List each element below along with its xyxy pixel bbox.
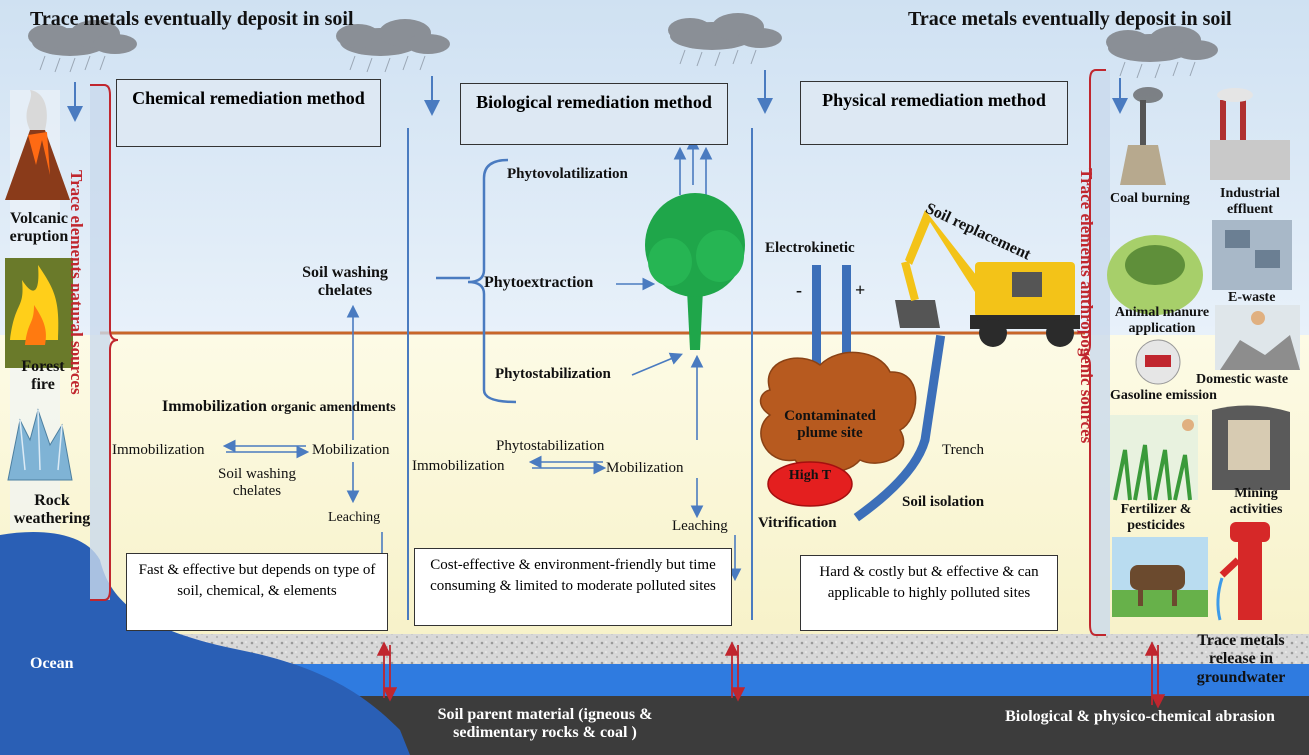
bio-immobilization-label: Immobilization (412, 458, 505, 474)
bio-mobilization-label: Mobilization (606, 460, 684, 476)
fertilizer-label: Fertilizer & pesticides (1120, 502, 1192, 534)
bio-leaching-label: Leaching (672, 518, 728, 534)
cow-icon (1112, 537, 1208, 617)
cloud-icon (28, 20, 137, 56)
immobilization-amendments-label: Immobilization organic amendments (162, 398, 396, 415)
coal-burning-label: Coal burning (1110, 191, 1190, 206)
vitrification-label: Vitrification (758, 515, 837, 531)
left-title: Trace metals eventually deposit in soil (30, 8, 354, 30)
ewaste-icon (1212, 220, 1292, 290)
rock-weathering-label: Rock weathering (13, 492, 91, 528)
rock-icon (7, 408, 73, 481)
phytoextraction-label: Phytoextraction (484, 274, 594, 291)
mining-label: Mining activities (1229, 486, 1283, 518)
electrode-rods (812, 265, 851, 400)
trench-wall (853, 334, 946, 522)
electrokinetic-label: Electrokinetic (765, 240, 855, 256)
chem-leaching-label: Leaching (328, 510, 381, 525)
chem-mobilization-label: Mobilization (312, 442, 390, 458)
factory-icon (1210, 88, 1290, 180)
tree-icon (645, 193, 745, 350)
anthropogenic-bracket (1079, 69, 1106, 636)
plume-label: Contaminated plume site (784, 408, 876, 442)
chemical-note-box: Fast & effective but depends on type of … (126, 553, 388, 631)
parent-material-label: Soil parent material (igneous & sediment… (437, 706, 653, 742)
chem-immobilization-label: Immobilization (112, 442, 205, 458)
deposit-arrows (67, 70, 1128, 122)
water-pump-icon (1216, 522, 1270, 621)
cloud-icon (668, 13, 782, 50)
volcano-icon (5, 90, 70, 200)
biological-method-box: Biological remediation method (460, 83, 728, 145)
plus-label: + (855, 280, 866, 300)
right-title: Trace metals eventually deposit in soil (908, 8, 1232, 30)
soil-isolation-label: Soil isolation (902, 494, 985, 510)
physical-method-box: Physical remediation method (800, 81, 1068, 145)
phytostabilization-label: Phytostabilization (495, 366, 611, 382)
coal-plant-icon (1120, 87, 1166, 185)
ocean-label: Ocean (30, 655, 74, 672)
fire-icon (5, 258, 73, 368)
biological-note-box: Cost-effective & environment-friendly bu… (414, 548, 732, 626)
cloud-icon (336, 19, 450, 56)
high-t-label: High T (788, 468, 832, 483)
soil-washing-top-label: Soil washing chelates (302, 264, 388, 300)
excavator-icon (895, 210, 1080, 347)
minus-label: - (796, 280, 802, 300)
ewaste-label: E-waste (1228, 290, 1276, 305)
manure-icon (1107, 235, 1203, 315)
anthropogenic-sources-label: Trace elements anthropogenic sources (1077, 168, 1096, 444)
natural-bracket (90, 84, 119, 601)
mining-icon (1212, 405, 1290, 490)
physical-note-box: Hard & costly but & effective & can appl… (800, 555, 1058, 631)
volcanic-label: Volcanic eruption (9, 210, 69, 246)
industrial-effluent-label: Industrial effluent (1220, 186, 1280, 218)
groundwater-label: Trace metals release in groundwater (1196, 632, 1286, 686)
trench-label: Trench (942, 442, 984, 458)
bio-phytostabilization-label: Phytostabilization (496, 438, 605, 454)
abrasion-label: Biological & physico-chemical abrasion (1005, 708, 1275, 725)
chemical-method-box: Chemical remediation method (116, 79, 381, 147)
domestic-waste-icon (1215, 305, 1300, 370)
plume-blob (759, 351, 917, 474)
rain-icon (39, 49, 1196, 79)
forest-fire-label: Forest fire (21, 358, 65, 394)
high-t-ellipse (767, 461, 853, 507)
soil-washing-bottom-label: Soil washing chelates (218, 466, 296, 500)
car-icon (1135, 339, 1181, 385)
phytovolatilization-label: Phytovolatilization (507, 166, 628, 182)
cloud-icon (1106, 26, 1218, 62)
fertilizer-icon (1110, 415, 1198, 501)
gasoline-label: Gasoline emission (1110, 388, 1217, 403)
manure-label: Animal manure application (1114, 305, 1210, 337)
domestic-waste-label: Domestic waste (1196, 372, 1289, 387)
